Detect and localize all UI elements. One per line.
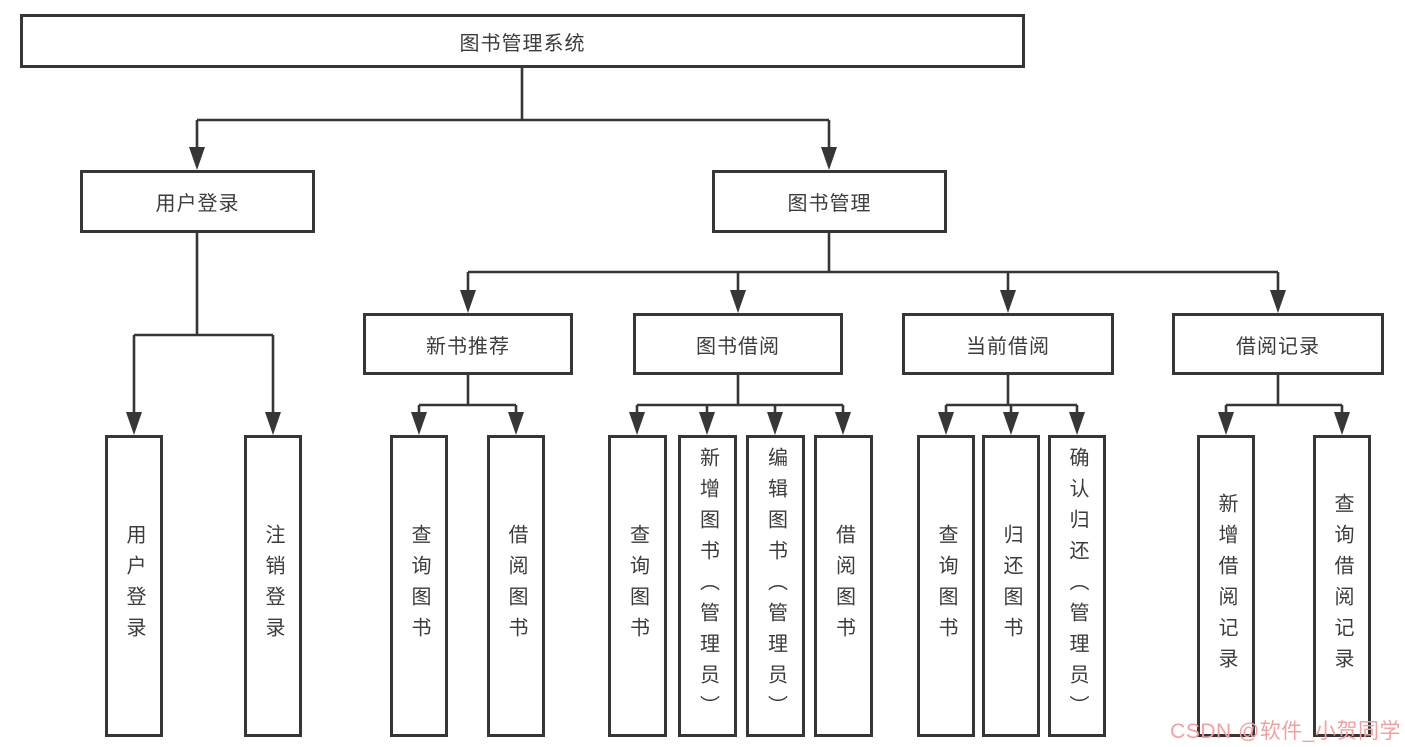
node-label: 注销登录 <box>262 524 284 648</box>
leaf-user-login: 用户登录 <box>105 435 163 737</box>
node-label: 当前借阅 <box>966 335 1050 358</box>
node-label: 借阅图书 <box>832 524 855 648</box>
node-label: 图书管理 <box>787 193 872 215</box>
leaf-add-book-admin: 新增图书（管理员） <box>678 435 737 737</box>
node-label: 编辑图书（管理员） <box>764 446 787 726</box>
node-label: 新增借阅记录 <box>1215 493 1237 679</box>
node-borrow-records: 借阅记录 <box>1172 313 1384 375</box>
leaf-confirm-return-admin: 确认归还（管理员） <box>1048 435 1106 737</box>
node-book-borrow: 图书借阅 <box>633 313 843 375</box>
leaf-query-books-current: 查询图书 <box>917 435 975 737</box>
node-label: 借阅记录 <box>1236 335 1320 358</box>
node-label: 用户登录 <box>155 193 240 215</box>
leaf-borrow-books-recommend: 借阅图书 <box>487 435 545 737</box>
node-library-management-system: 图书管理系统 <box>20 14 1025 68</box>
node-label: 归还图书 <box>1000 524 1022 648</box>
leaf-query-books-borrow: 查询图书 <box>608 435 667 737</box>
leaf-borrow-books-borrow: 借阅图书 <box>814 435 873 737</box>
node-label: 图书管理系统 <box>459 32 586 55</box>
node-label: 查询图书 <box>935 524 957 648</box>
node-label: 查询图书 <box>626 524 649 648</box>
node-label: 确认归还（管理员） <box>1066 446 1088 726</box>
leaf-edit-book-admin: 编辑图书（管理员） <box>746 435 805 737</box>
node-label: 查询图书 <box>408 524 430 648</box>
node-label: 图书借阅 <box>696 335 780 358</box>
node-label: 查询借阅记录 <box>1331 493 1353 679</box>
leaf-query-books-recommend: 查询图书 <box>390 435 448 737</box>
node-label: 用户登录 <box>123 524 145 648</box>
node-book-management: 图书管理 <box>712 170 947 233</box>
node-label: 借阅图书 <box>505 524 527 648</box>
node-new-book-recommend: 新书推荐 <box>363 313 573 375</box>
leaf-add-borrow-record: 新增借阅记录 <box>1197 435 1255 737</box>
node-current-borrow: 当前借阅 <box>902 313 1114 375</box>
csdn-watermark: CSDN @软件_小贺同学 <box>1170 720 1401 743</box>
node-label: 新书推荐 <box>426 335 510 358</box>
node-user-login: 用户登录 <box>80 170 315 233</box>
leaf-logout: 注销登录 <box>244 435 302 737</box>
leaf-return-book: 归还图书 <box>982 435 1040 737</box>
node-label: 新增图书（管理员） <box>696 446 719 726</box>
leaf-query-borrow-record: 查询借阅记录 <box>1313 435 1371 737</box>
